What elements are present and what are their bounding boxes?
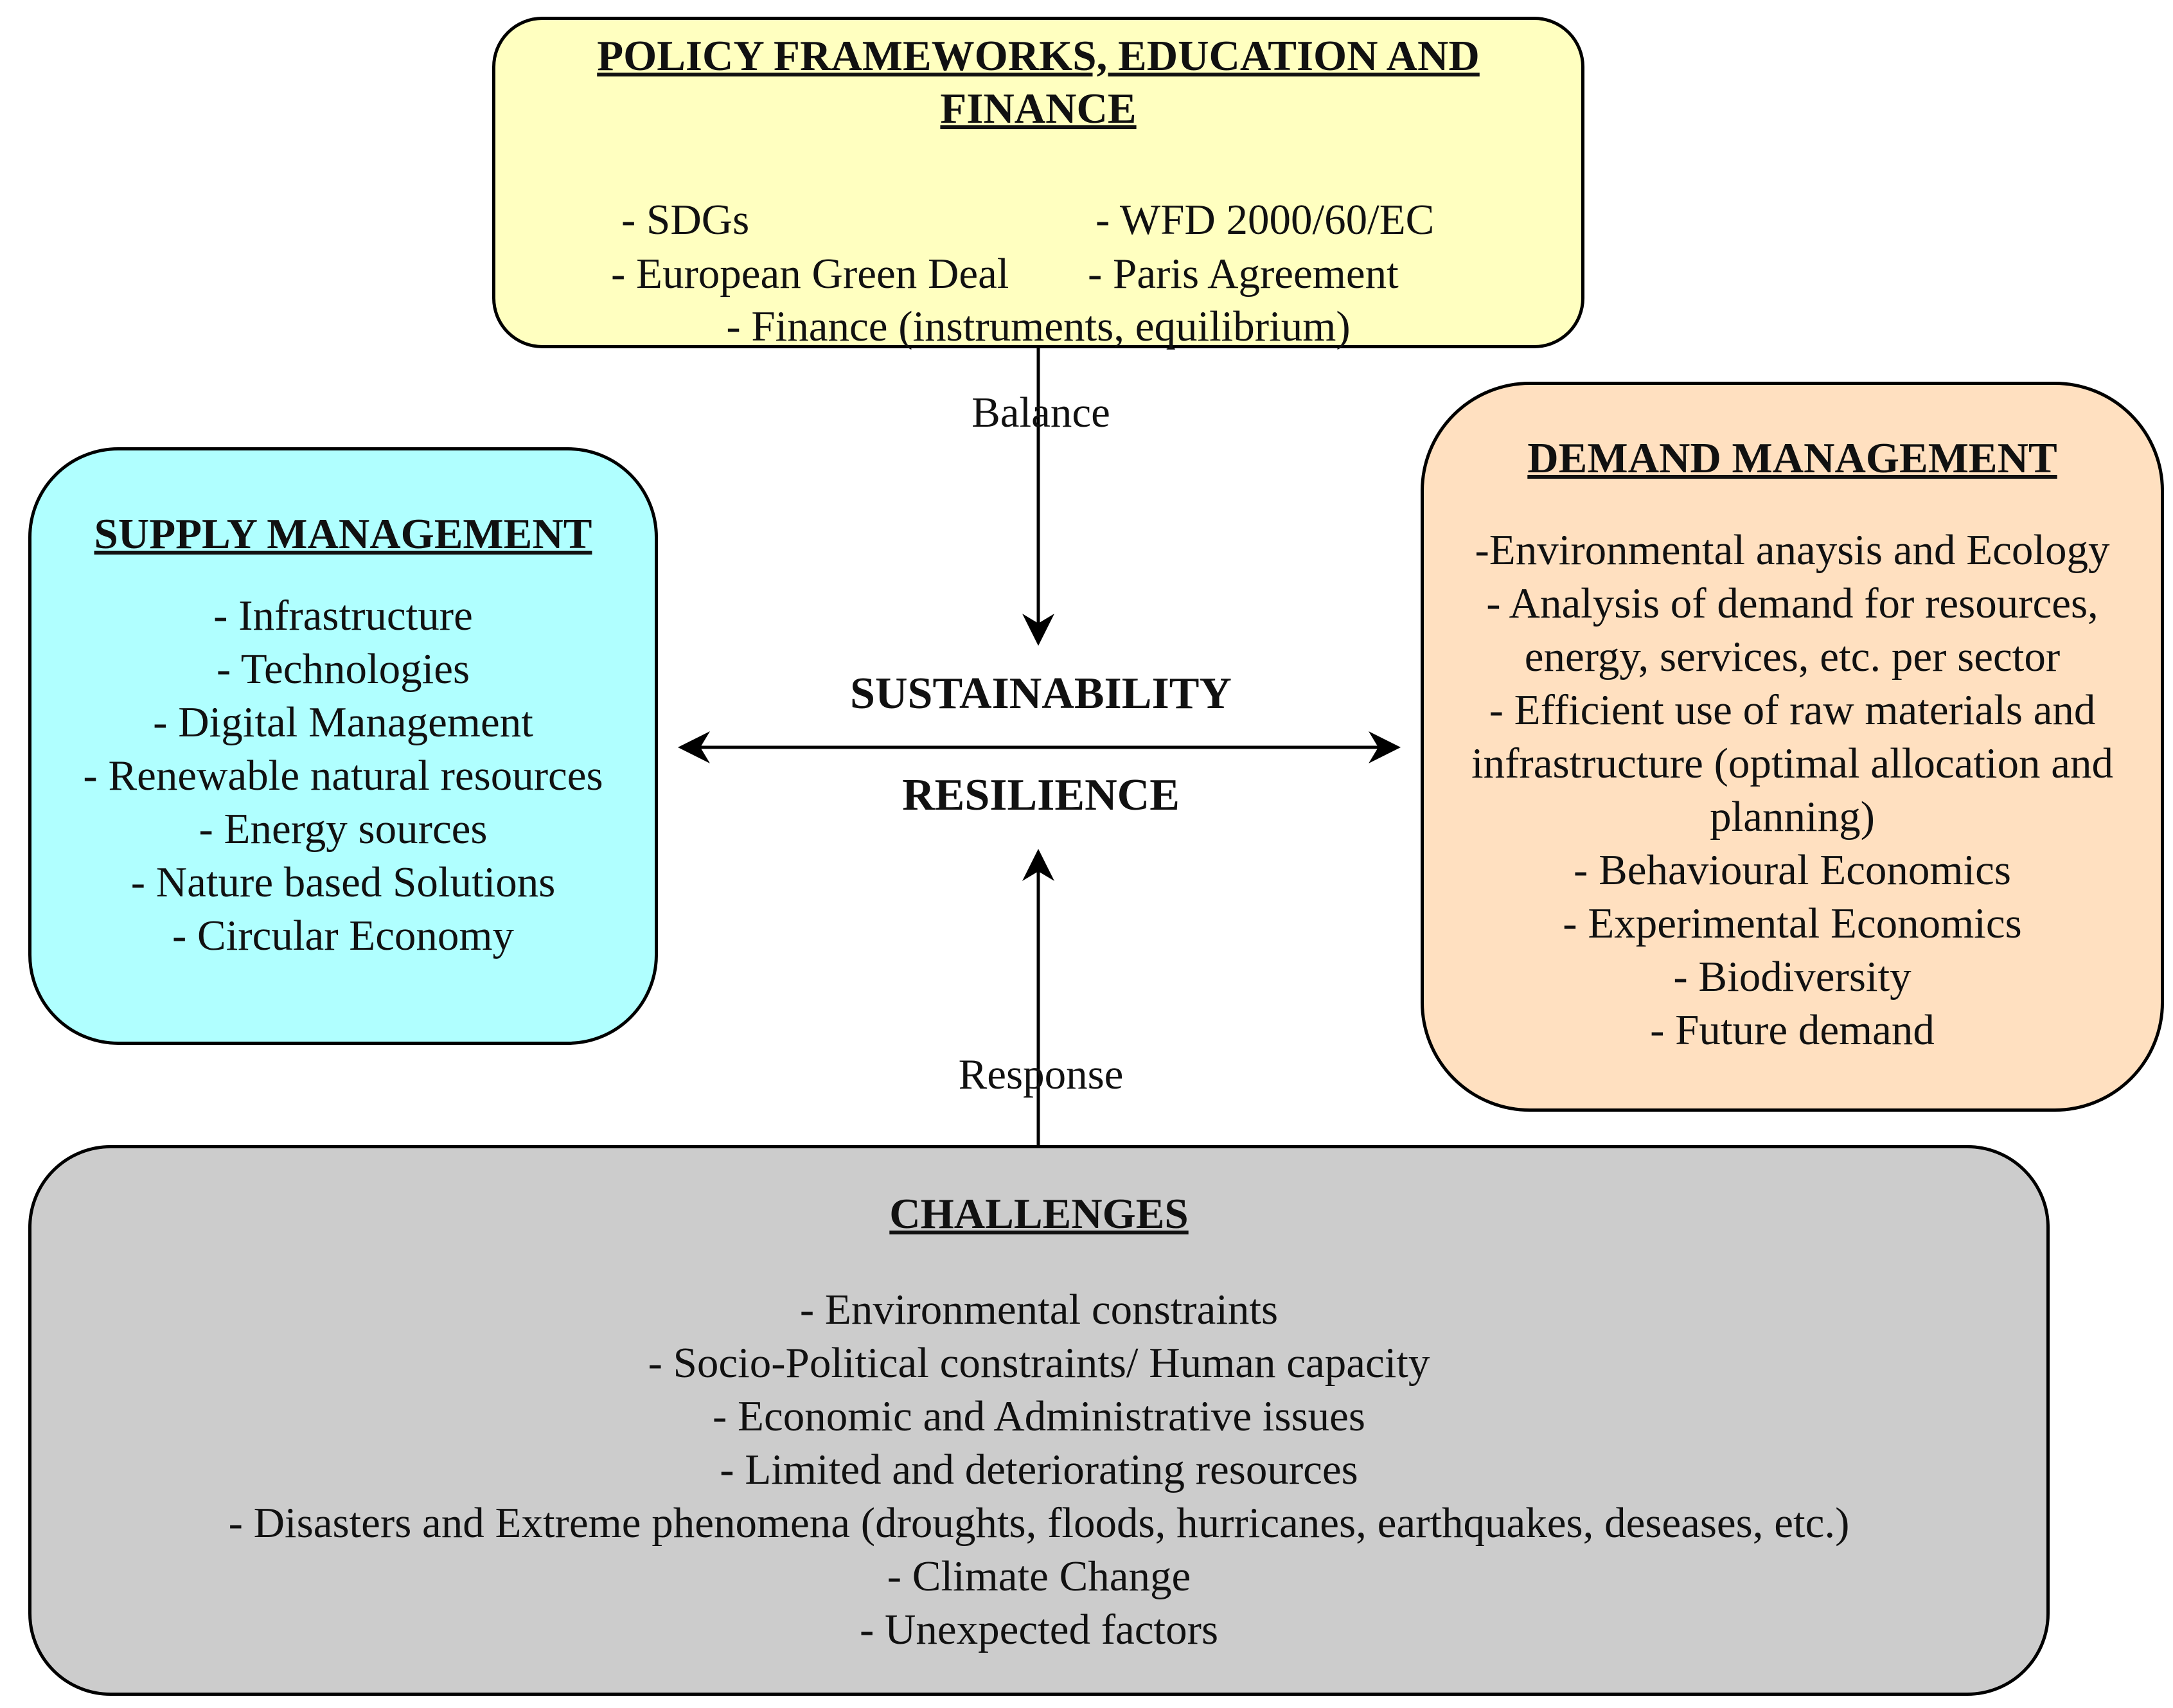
demand-title: DEMAND MANAGEMENT — [1527, 434, 2057, 482]
policy-title: POLICY FRAMEWORKS, EDUCATION AND FINANCE — [597, 32, 1480, 132]
challenge-item: - Unexpected factors — [859, 1605, 1219, 1653]
policy-item: - Finance (instruments, equilibrium) — [726, 303, 1351, 350]
challenges-title: CHALLENGES — [889, 1190, 1189, 1238]
sustainability-label: SUSTAINABILITY — [850, 669, 1232, 718]
challenges-box: CHALLENGES - Environmental constraints -… — [28, 1145, 2050, 1696]
demand-item: - Future demand — [1650, 1006, 1935, 1054]
policy-item: - WFD 2000/60/EC — [1095, 196, 1435, 244]
supply-item: - Infrastructure — [213, 591, 473, 639]
challenge-item: - Disasters and Extreme phenomena (droug… — [228, 1499, 1850, 1547]
challenges-list: - Environmental constraints - Socio-Poli… — [31, 1283, 2046, 1657]
policy-item: - SDGs — [621, 196, 750, 244]
response-label: Response — [958, 1051, 1124, 1098]
challenge-item: - Limited and deteriorating resources — [720, 1445, 1358, 1493]
supply-management-box: SUPPLY MANAGEMENT - Infrastructure - Tec… — [28, 447, 658, 1045]
challenge-item: - Economic and Administrative issues — [713, 1392, 1365, 1440]
challenge-item: - Climate Change — [887, 1552, 1191, 1600]
challenge-item: - Environmental constraints — [799, 1285, 1279, 1333]
challenge-item: - Socio-Political constraints/ Human cap… — [648, 1339, 1430, 1387]
demand-management-box: DEMAND MANAGEMENT -Environmental anaysis… — [1421, 382, 2164, 1112]
policy-frameworks-box: POLICY FRAMEWORKS, EDUCATION AND FINANCE… — [492, 17, 1584, 350]
supply-item: - Technologies — [216, 645, 470, 693]
demand-item: - Behavioural Economics — [1574, 846, 2011, 894]
demand-item: - Biodiversity — [1673, 952, 1911, 1001]
demand-item: - Analysis of demand for resources, ener… — [1486, 579, 2098, 681]
resilience-label: RESILIENCE — [902, 770, 1180, 820]
balance-label: Balance — [971, 389, 1110, 436]
supply-list: - Infrastructure - Technologies - Digita… — [31, 589, 655, 963]
demand-item: - Experimental Economics — [1563, 899, 2022, 947]
supply-item: - Digital Management — [153, 698, 533, 746]
supply-item: - Renewable natural resources — [83, 751, 603, 799]
policy-item: - European Green Deal — [611, 250, 1009, 298]
demand-list: -Environmental anaysis and Ecology - Ana… — [1424, 524, 2161, 1057]
demand-item: -Environmental anaysis and Ecology — [1475, 526, 2110, 574]
policy-item: - Paris Agreement — [1088, 250, 1399, 298]
supply-item: - Nature based Solutions — [130, 858, 556, 906]
supply-title: SUPPLY MANAGEMENT — [94, 510, 592, 558]
supply-item: - Circular Economy — [172, 911, 515, 959]
supply-item: - Energy sources — [199, 805, 488, 853]
demand-item: - Efficient use of raw materials and inf… — [1471, 686, 2114, 841]
